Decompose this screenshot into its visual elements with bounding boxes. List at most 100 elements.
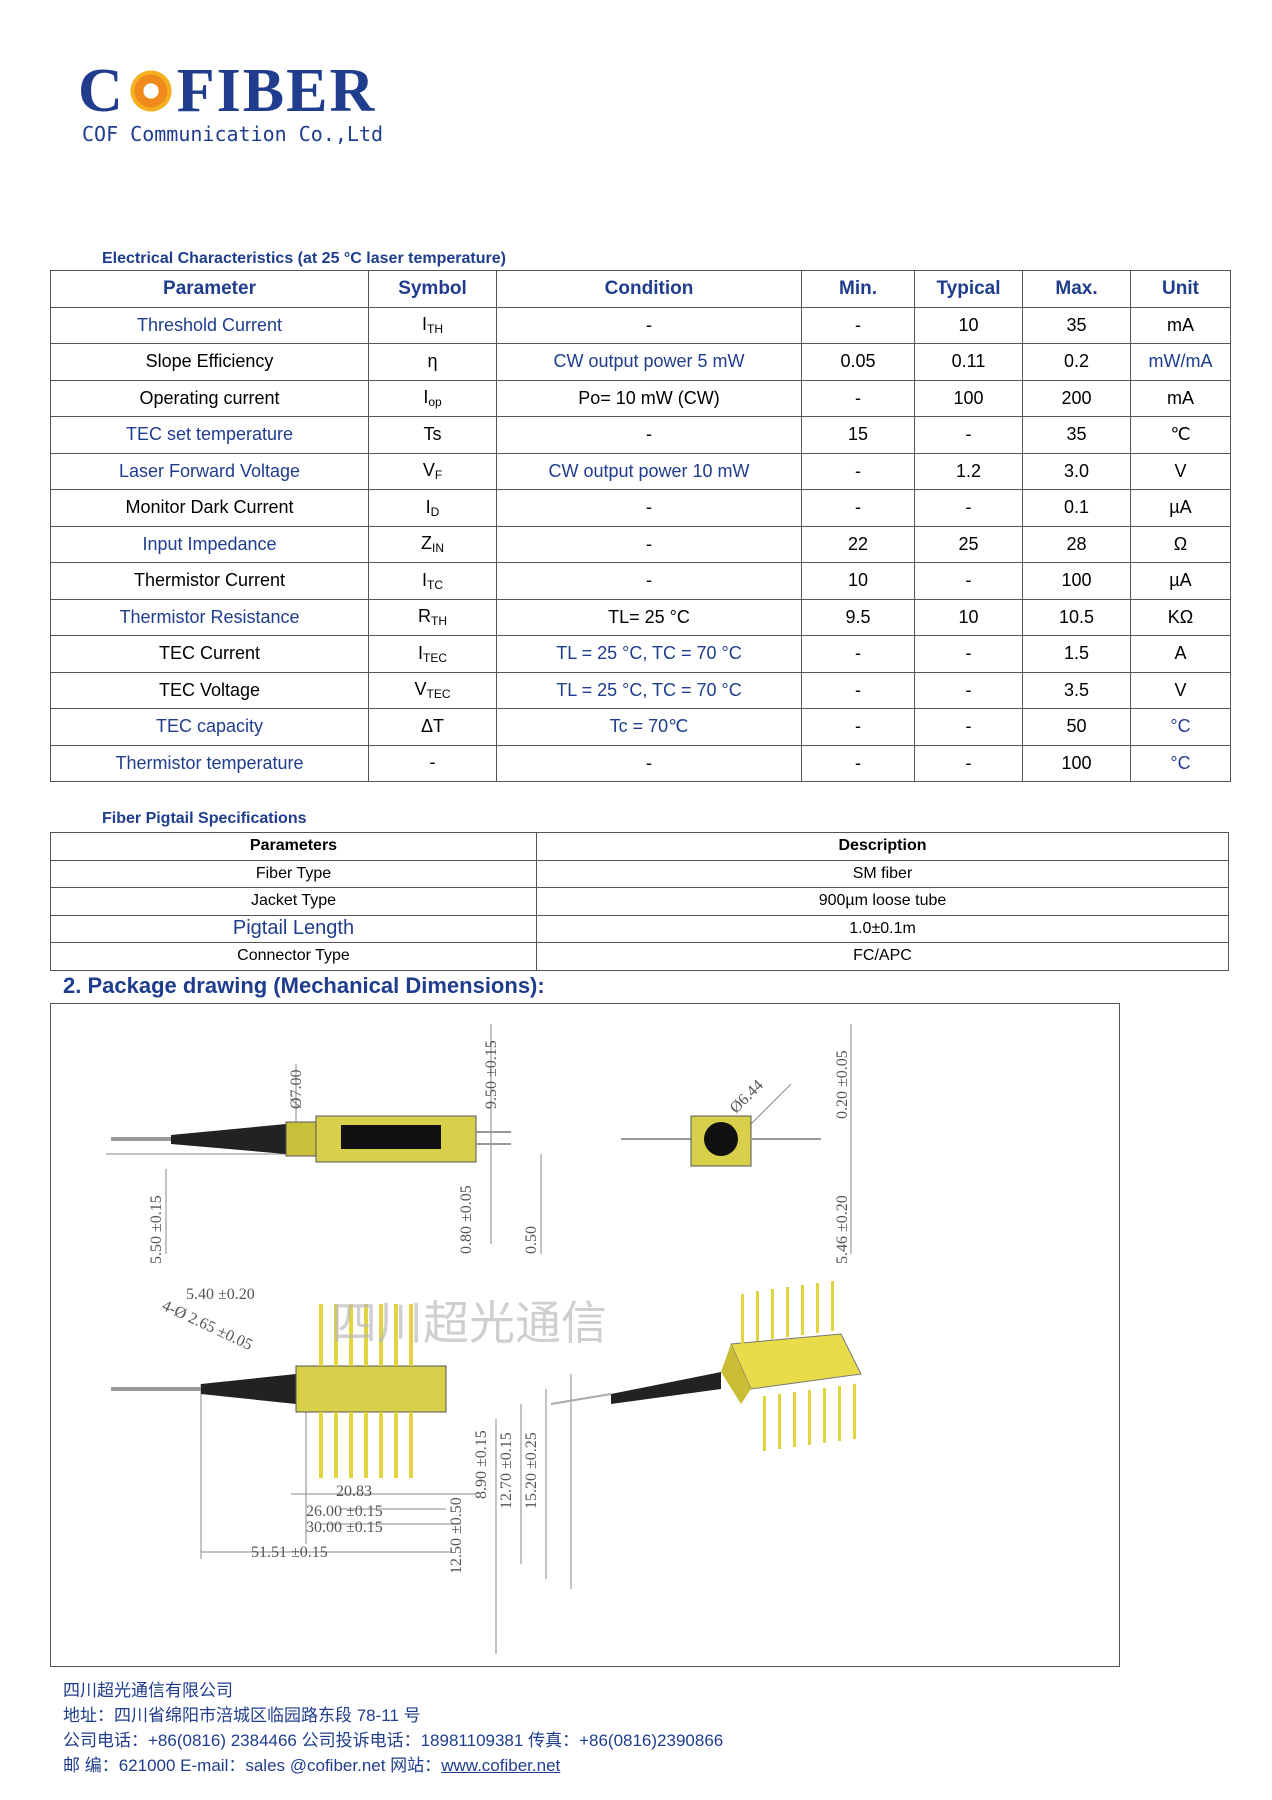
dim-label: 20.83 xyxy=(336,1483,372,1500)
cell-unit: V xyxy=(1130,671,1231,709)
footer: 四川超光通信有限公司 地址：四川省绵阳市涪城区临园路东段 78-11 号 公司电… xyxy=(63,1678,723,1778)
cell-param: Thermistor Resistance xyxy=(50,598,369,636)
cell-param: TEC Voltage xyxy=(50,671,369,709)
cell-sym: ID xyxy=(368,489,497,527)
cell-min: - xyxy=(801,671,915,709)
cell-sym: RTH xyxy=(368,598,497,636)
symbol-subscript: op xyxy=(428,395,442,410)
dim-label: 51.51 ±0.15 xyxy=(251,1544,328,1561)
symbol-subscript: TH xyxy=(431,614,447,629)
symbol-main: I xyxy=(421,314,427,335)
cell-param: Laser Forward Voltage xyxy=(50,452,369,490)
cell-cond: CW output power 10 mW xyxy=(496,452,802,490)
cell-min: - xyxy=(801,708,915,746)
cell-min: 10 xyxy=(801,562,915,600)
website-link[interactable]: www.cofiber.net xyxy=(441,1756,561,1775)
cell-max: 100 xyxy=(1022,562,1131,600)
symbol-subscript: F xyxy=(434,468,443,483)
symbol-main: R xyxy=(418,606,431,627)
cell-typ: - xyxy=(914,562,1023,600)
dim-label: 12.70 ±0.15 xyxy=(498,1432,515,1509)
cell-typ: - xyxy=(914,635,1023,673)
symbol-subscript: TH xyxy=(427,322,443,337)
cell-max: 0.1 xyxy=(1022,489,1131,527)
cell-description: 1.0±0.1m xyxy=(536,914,1229,943)
symbol-subscript: IN xyxy=(432,541,444,556)
cell-typ: - xyxy=(914,671,1023,709)
symbol-main: V xyxy=(414,679,427,700)
symbol-main: ΔT xyxy=(420,715,445,736)
cell-min: - xyxy=(801,635,915,673)
dim-label: Ø6.44 xyxy=(727,1077,767,1117)
cell-description: SM fiber xyxy=(536,859,1229,888)
cell-max: 0.2 xyxy=(1022,343,1131,381)
column-header: Condition xyxy=(496,270,802,308)
cell-param: Thermistor Current xyxy=(50,562,369,600)
cell-min: - xyxy=(801,306,915,344)
symbol-subscript: D xyxy=(430,504,440,519)
cell-max: 10.5 xyxy=(1022,598,1131,636)
cell-cond: - xyxy=(496,489,802,527)
dim-label: 4-Ø 2.65 ±0.05 xyxy=(159,1297,255,1354)
symbol-main: - xyxy=(429,752,436,773)
cell-unit: mA xyxy=(1130,306,1231,344)
cell-max: 1.5 xyxy=(1022,635,1131,673)
cell-typ: 0.11 xyxy=(914,343,1023,381)
dim-label: 0.20 ±0.05 xyxy=(834,1050,851,1119)
cell-typ: 100 xyxy=(914,379,1023,417)
dim-label: Ø7.00 xyxy=(288,1069,305,1109)
cell-sym: Iop xyxy=(368,379,497,417)
cell-typ: - xyxy=(914,416,1023,454)
cell-unit: °C xyxy=(1130,708,1231,746)
cell-param: Input Impedance xyxy=(50,525,369,563)
cell-min: 15 xyxy=(801,416,915,454)
symbol-subscript: TEC xyxy=(426,687,451,702)
dim-label: 30.00 ±0.15 xyxy=(306,1519,383,1536)
cell-sym: VF xyxy=(368,452,497,490)
cell-param: Operating current xyxy=(50,379,369,417)
cell-cond: TL = 25 °C, TC = 70 °C xyxy=(496,671,802,709)
electrical-title: Electrical Characteristics (at 25 °C las… xyxy=(102,250,506,267)
cell-max: 100 xyxy=(1022,744,1131,782)
symbol-subscript: TEC xyxy=(423,650,447,665)
cell-cond: - xyxy=(496,525,802,563)
fiber-title: Fiber Pigtail Specifications xyxy=(102,810,307,827)
column-header: Parameter xyxy=(50,270,369,308)
dim-label: 5.50 ±0.15 xyxy=(148,1195,165,1264)
cell-description: FC/APC xyxy=(536,942,1229,971)
cell-min: - xyxy=(801,379,915,417)
cell-description: 900µm loose tube xyxy=(536,887,1229,916)
cell-typ: - xyxy=(914,708,1023,746)
cell-max: 50 xyxy=(1022,708,1131,746)
cell-unit: ℃ xyxy=(1130,416,1231,454)
cell-typ: - xyxy=(914,489,1023,527)
footer-address: 地址：四川省绵阳市涪城区临园路东段 78-11 号 xyxy=(63,1706,421,1725)
cell-parameter: Jacket Type xyxy=(50,887,537,916)
symbol-main: I xyxy=(421,569,427,590)
cell-sym: ITEC xyxy=(368,635,497,673)
cell-unit: mW/mA xyxy=(1130,343,1231,381)
column-header: Symbol xyxy=(368,270,497,308)
column-header: Typical xyxy=(914,270,1023,308)
dim-label: 12.50 ±0.50 xyxy=(448,1497,465,1574)
cell-unit: V xyxy=(1130,452,1231,490)
cell-cond: - xyxy=(496,416,802,454)
cell-cond: - xyxy=(496,562,802,600)
cell-min: - xyxy=(801,452,915,490)
cell-param: TEC capacity xyxy=(50,708,369,746)
cell-parameter: Pigtail Length xyxy=(50,914,537,943)
cell-param: Monitor Dark Current xyxy=(50,489,369,527)
cell-param: Threshold Current xyxy=(50,306,369,344)
cell-min: 9.5 xyxy=(801,598,915,636)
symbol-main: I xyxy=(425,496,431,517)
